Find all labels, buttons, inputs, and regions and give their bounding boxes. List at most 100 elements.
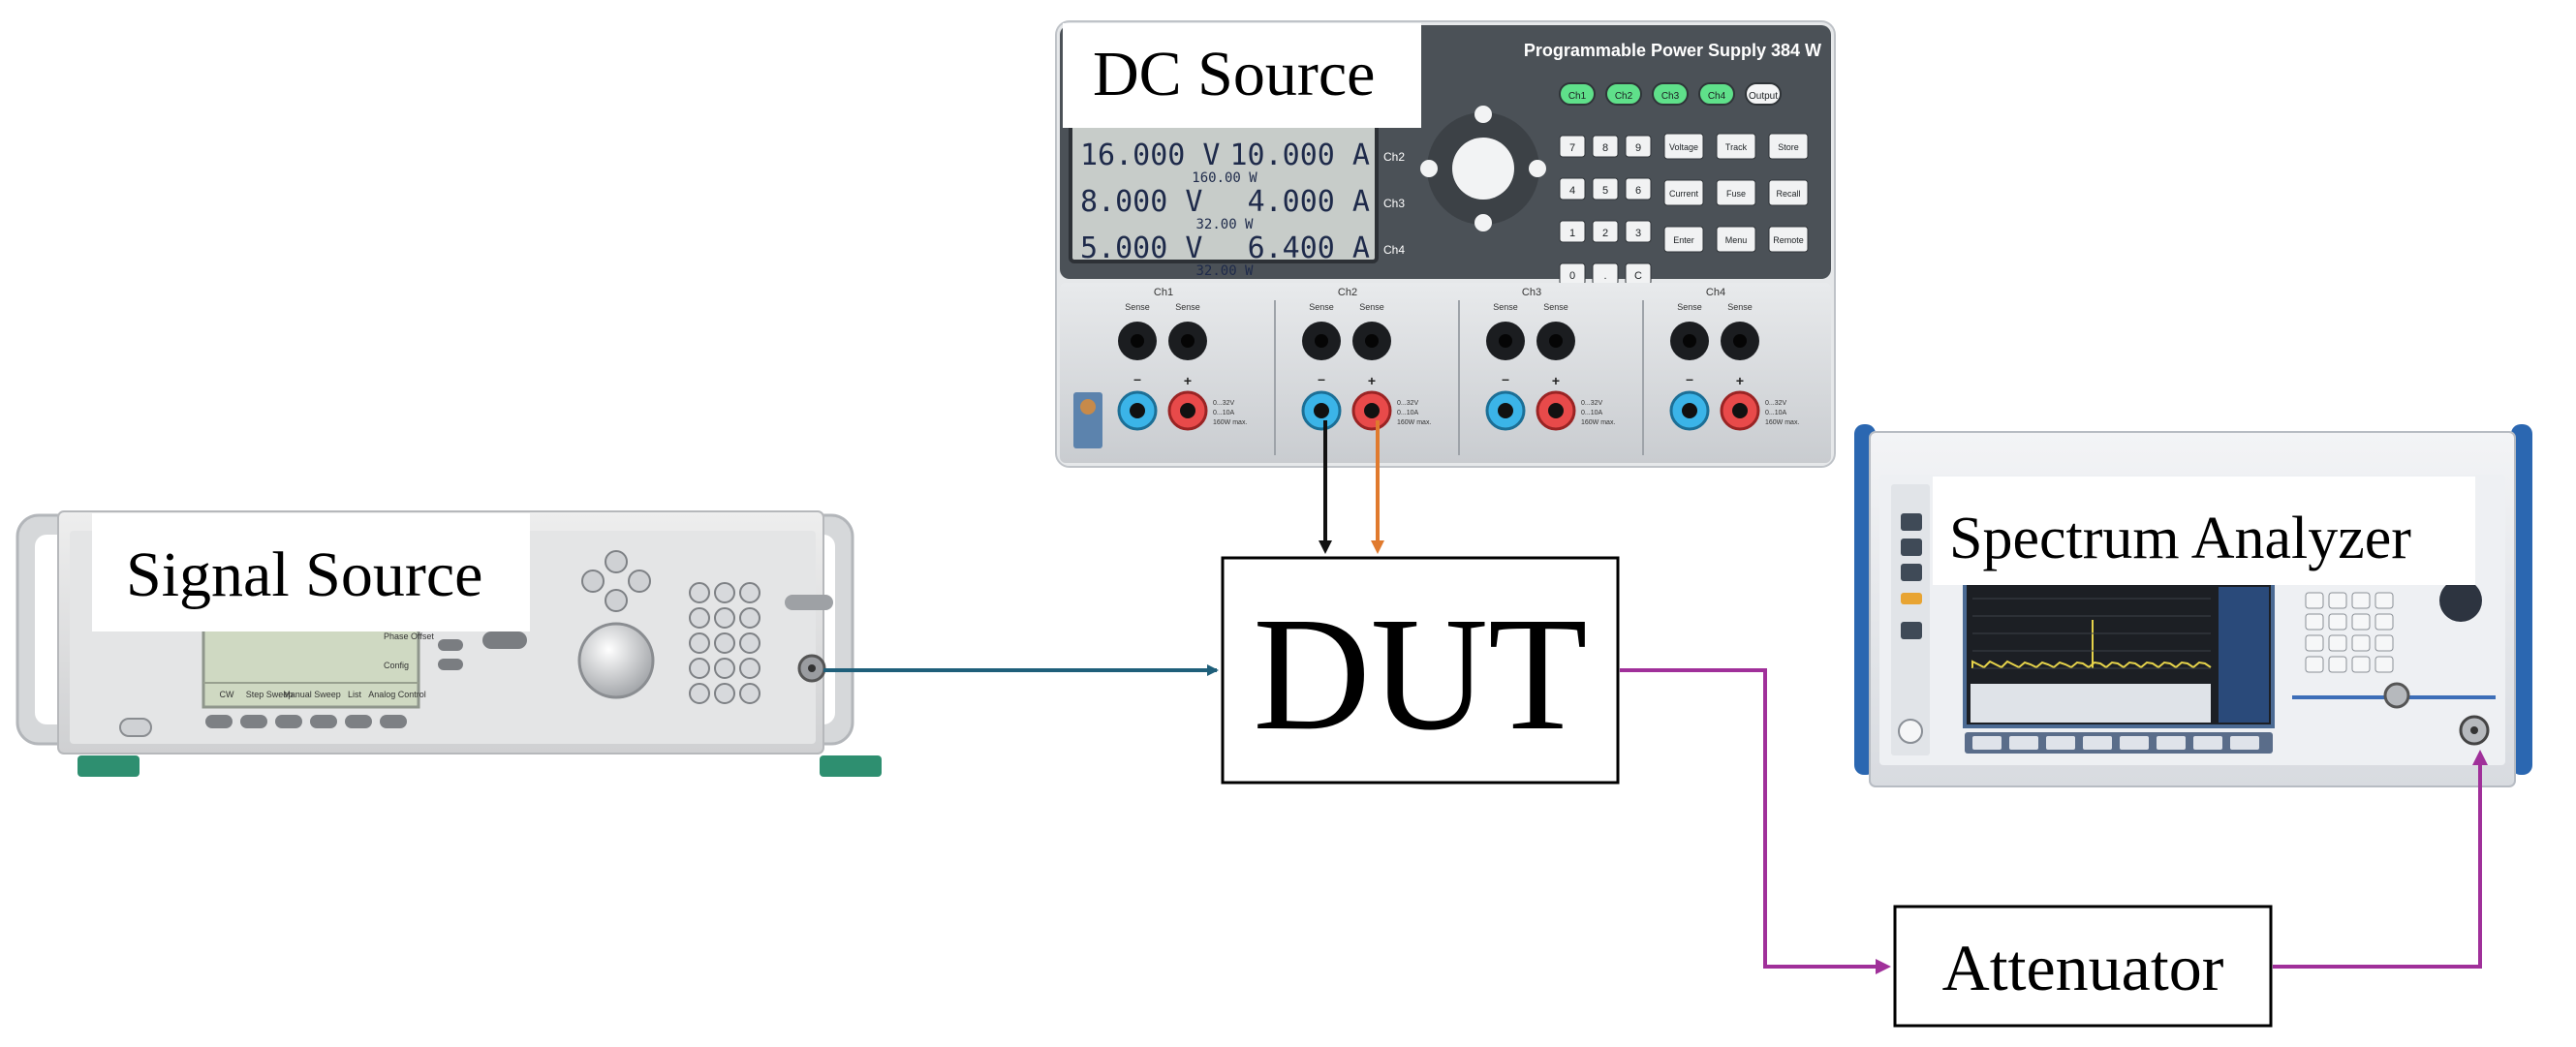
analyzer-key[interactable]: [2305, 634, 2324, 652]
rating-label: 160W max.: [1397, 419, 1431, 426]
signal-generator-key[interactable]: [689, 607, 710, 629]
function-button[interactable]: Menu: [1716, 226, 1756, 253]
analyzer-key[interactable]: [2328, 613, 2347, 631]
rating-label: 160W max.: [1213, 419, 1247, 426]
signal-generator-key[interactable]: [689, 582, 710, 603]
softkey-button[interactable]: [380, 715, 407, 728]
signal-generator-key[interactable]: [689, 658, 710, 679]
analyzer-key[interactable]: [2305, 656, 2324, 673]
analyzer-key[interactable]: [2328, 592, 2347, 609]
signal-generator-key[interactable]: [714, 683, 735, 704]
channel-button[interactable]: Ch1: [1559, 82, 1596, 106]
analyzer-key[interactable]: [2328, 656, 2347, 673]
function-button[interactable]: Current: [1663, 179, 1704, 206]
analyzer-key[interactable]: [2374, 592, 2394, 609]
function-button[interactable]: Recall: [1768, 179, 1809, 206]
channel-button-label: Ch2: [1615, 91, 1633, 102]
signal-generator-key[interactable]: [714, 607, 735, 629]
keypad-key-label: 6: [1635, 185, 1641, 197]
keypad-key[interactable]: 7: [1559, 135, 1586, 158]
signal-generator-key[interactable]: [739, 683, 760, 704]
analyzer-softkey[interactable]: [2046, 736, 2075, 750]
function-button[interactable]: Fuse: [1716, 179, 1756, 206]
keypad-key[interactable]: 1: [1559, 220, 1586, 243]
rotary-knob[interactable]: [577, 622, 655, 699]
arrow-keys[interactable]: [581, 550, 651, 612]
softkey-button[interactable]: [205, 715, 233, 728]
sense-label: Sense: [1677, 302, 1702, 312]
softkey-button[interactable]: [345, 715, 372, 728]
power-button[interactable]: [119, 718, 152, 737]
channel-button[interactable]: Ch4: [1698, 82, 1735, 106]
signal-generator-key[interactable]: [739, 658, 760, 679]
rating-label: 0...10A: [1397, 410, 1419, 416]
signal-generator-key[interactable]: [714, 658, 735, 679]
keypad-key[interactable]: 3: [1625, 220, 1652, 243]
analyzer-key[interactable]: [2351, 613, 2371, 631]
analyzer-softkey[interactable]: [1972, 736, 2002, 750]
keypad-key[interactable]: 0: [1559, 262, 1586, 286]
minus-marking: –: [1686, 371, 1693, 386]
signal-generator-key[interactable]: [714, 632, 735, 654]
softkey-button[interactable]: [240, 715, 267, 728]
keypad-key[interactable]: C: [1625, 262, 1652, 286]
softkey-label: Analog Control: [368, 690, 426, 699]
analyzer-key[interactable]: [2305, 613, 2324, 631]
output-channel-label: Ch2: [1338, 287, 1357, 298]
lcd-channel-label: Ch2: [1383, 150, 1405, 164]
keypad-key-label: 9: [1635, 142, 1641, 154]
lcd-voltage: 8.000 V: [1080, 185, 1202, 219]
keypad-key[interactable]: .: [1592, 262, 1619, 286]
signal-generator-key[interactable]: [739, 607, 760, 629]
signal-generator-key[interactable]: [739, 632, 760, 654]
lcd-channel-label: Ch4: [1383, 243, 1405, 257]
analyzer-key[interactable]: [2374, 634, 2394, 652]
function-button[interactable]: Store: [1768, 133, 1809, 160]
analyzer-key[interactable]: [2351, 592, 2371, 609]
function-button[interactable]: Enter: [1663, 226, 1704, 253]
side-label: Config: [384, 661, 409, 670]
analyzer-key[interactable]: [2351, 656, 2371, 673]
keypad-key[interactable]: 4: [1559, 177, 1586, 200]
rating-label: 0...10A: [1765, 410, 1787, 416]
analyzer-softkey[interactable]: [2009, 736, 2038, 750]
analyzer-key[interactable]: [2328, 634, 2347, 652]
analyzer-rotary-knob[interactable]: [2439, 579, 2482, 622]
signal-generator-key[interactable]: [689, 683, 710, 704]
signal-generator-key[interactable]: [714, 582, 735, 603]
analyzer-softkey[interactable]: [2120, 736, 2149, 750]
softkey-button[interactable]: [310, 715, 337, 728]
channel-button[interactable]: Output: [1745, 82, 1782, 106]
analyzer-key[interactable]: [2374, 656, 2394, 673]
navigation-pad[interactable]: [1420, 106, 1546, 231]
channel-button[interactable]: Ch2: [1605, 82, 1642, 106]
keypad-key-label: 3: [1635, 228, 1641, 239]
analyzer-key[interactable]: [2305, 592, 2324, 609]
analyzer-softkey[interactable]: [2083, 736, 2112, 750]
analyzer-power-button[interactable]: [1898, 719, 1923, 744]
function-button[interactable]: Remote: [1768, 226, 1809, 253]
analyzer-key[interactable]: [2374, 613, 2394, 631]
analyzer-softkey[interactable]: [2193, 736, 2222, 750]
function-button-label: Menu: [1725, 235, 1748, 245]
analyzer-softkey[interactable]: [2230, 736, 2259, 750]
analyzer-softkey[interactable]: [2157, 736, 2186, 750]
keypad-key[interactable]: 5: [1592, 177, 1619, 200]
keypad-key-label: 1: [1569, 228, 1575, 239]
softkey-button[interactable]: [275, 715, 302, 728]
keypad-key[interactable]: 8: [1592, 135, 1619, 158]
function-button[interactable]: Voltage: [1663, 133, 1704, 160]
keypad-key[interactable]: 2: [1592, 220, 1619, 243]
keypad-key[interactable]: 9: [1625, 135, 1652, 158]
channel-button[interactable]: Ch3: [1652, 82, 1689, 106]
rating-label: 160W max.: [1581, 419, 1615, 426]
function-button[interactable]: Track: [1716, 133, 1756, 160]
analyzer-key[interactable]: [2351, 634, 2371, 652]
side-label: Phase Offset: [384, 631, 434, 641]
signal-generator-key[interactable]: [739, 582, 760, 603]
signal-generator-key[interactable]: [689, 632, 710, 654]
channel-button-label: Ch4: [1708, 91, 1726, 102]
keypad-key[interactable]: 6: [1625, 177, 1652, 200]
